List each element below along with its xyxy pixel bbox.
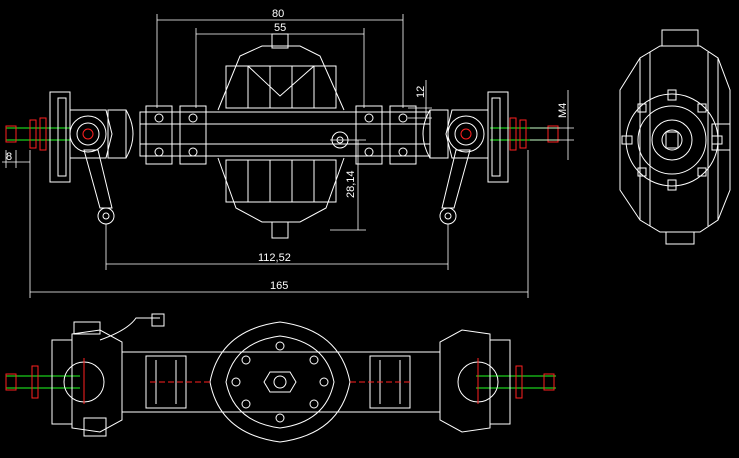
dim-55-label: 55 — [274, 22, 286, 34]
top-view — [2, 14, 574, 298]
right-steering-arm — [439, 149, 471, 225]
dim-80-label: 80 — [272, 8, 284, 20]
dim-12-label: 12 — [415, 86, 427, 98]
left-steering-arm — [83, 149, 115, 225]
dimension-lines — [2, 14, 574, 298]
dim-m4-label: M4 — [557, 103, 569, 118]
dim-112-52-label: 112,52 — [258, 252, 291, 264]
right-hub — [422, 91, 509, 183]
dim-28-14-label: 28,14 — [345, 170, 357, 198]
left-hub — [49, 91, 134, 183]
front-view — [5, 313, 556, 443]
left-shaft — [5, 117, 70, 151]
dim-165-label: 165 — [270, 280, 288, 292]
side-view — [619, 29, 731, 245]
differential-housing — [217, 33, 345, 239]
side-view-bolt-ring — [621, 89, 723, 191]
front-view-bolts — [231, 341, 329, 423]
dim-8-label: 8 — [6, 151, 12, 163]
axle-tube — [139, 105, 431, 165]
